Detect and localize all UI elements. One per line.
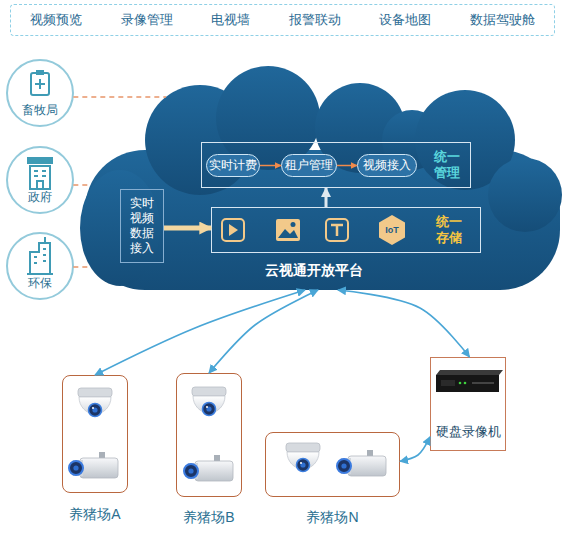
- node-text: 云视通开放平台: [228, 262, 400, 280]
- function-pill: 实时计费: [206, 154, 260, 177]
- platform-cloud: 云视通开放平台 实时视频数据接入 统一管理 实时计费 租户管理 视频接入统一存储: [78, 62, 562, 290]
- dvr-device: [436, 370, 503, 392]
- bullet-camera: [337, 450, 386, 476]
- connector: [325, 188, 328, 207]
- function-pill: 视频接入: [357, 154, 417, 177]
- connector: [209, 290, 318, 373]
- connector: [400, 437, 430, 461]
- management-box: 统一管理 实时计费 租户管理 视频接入: [201, 142, 471, 188]
- dome-camera: [78, 388, 112, 417]
- node-text: 实时计费: [209, 158, 257, 173]
- dvr-box: 硬盘录像机: [430, 357, 506, 451]
- connector: [337, 165, 357, 167]
- node-text: 畜牧局: [22, 103, 58, 118]
- connector: [338, 290, 470, 357]
- node-text: 统一管理: [434, 149, 462, 181]
- node-text: 设备地图: [379, 12, 431, 28]
- node-text: 硬盘录像机: [431, 424, 505, 440]
- node-text: 环保: [28, 276, 52, 291]
- connector: [73, 266, 90, 268]
- node-text: 养猪场A: [33, 506, 157, 524]
- farm-box: 养猪场A: [62, 375, 128, 493]
- agency-circle: 政府: [6, 146, 74, 214]
- environment-icon: [27, 237, 53, 274]
- connector: [95, 290, 305, 375]
- node-text: 统一存储: [436, 214, 464, 246]
- connector: [260, 165, 281, 167]
- connector: [164, 225, 211, 230]
- farm-box: 养猪场N: [265, 432, 400, 497]
- connector: [73, 184, 91, 186]
- node-text: 视频接入: [363, 158, 411, 173]
- node-text: 政府: [28, 190, 52, 205]
- node-text: 养猪场N: [236, 509, 429, 527]
- node-text: 养猪场B: [147, 509, 271, 527]
- node-text: 租户管理: [285, 158, 333, 173]
- ingest-box: 实时视频数据接入: [120, 189, 164, 263]
- farm-box: 养猪场B: [176, 373, 242, 497]
- feature-bar: 视频预览 录像管理 电视墙 报警联动 设备地图 数据驾驶舱: [10, 4, 555, 36]
- bullet-camera: [184, 455, 233, 481]
- icon-caption: IoT: [380, 224, 404, 236]
- connector: [73, 96, 166, 98]
- bureau-icon: [31, 70, 49, 95]
- dome-camera: [286, 443, 320, 472]
- node-text: 录像管理: [121, 12, 173, 28]
- node-text: 视频预览: [30, 12, 82, 28]
- storage-box: 统一存储: [211, 207, 481, 253]
- bullet-camera: [69, 452, 118, 478]
- government-icon: [27, 157, 53, 189]
- function-pill: 租户管理: [281, 154, 337, 177]
- camera-set: [69, 387, 386, 481]
- node-text: 实时视频数据接入: [129, 196, 155, 256]
- agency-circle: 环保: [6, 232, 74, 300]
- agency-circle: 畜牧局: [6, 59, 74, 127]
- node-text: 报警联动: [289, 12, 341, 28]
- node-text: 电视墙: [211, 12, 250, 28]
- dome-camera: [192, 387, 226, 416]
- storage-icons: [222, 215, 405, 245]
- node-text: 数据驾驶舱: [470, 12, 535, 28]
